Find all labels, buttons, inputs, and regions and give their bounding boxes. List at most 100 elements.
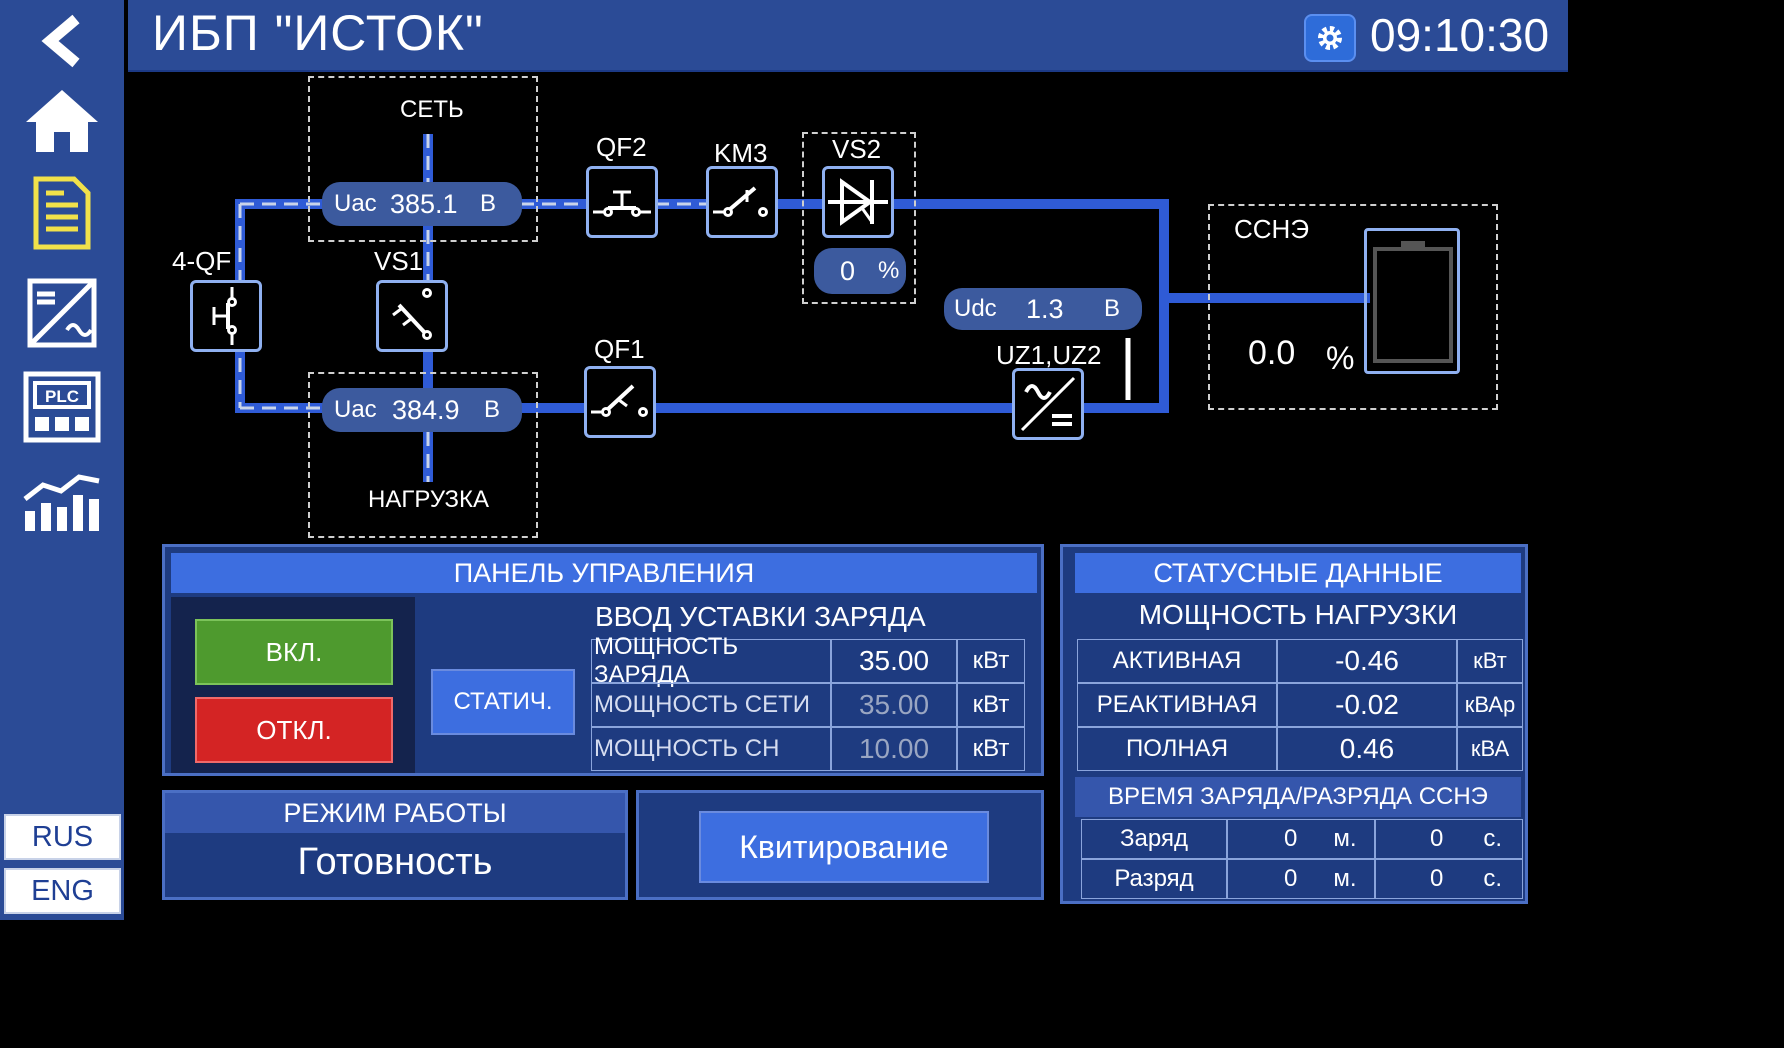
qf4-breaker-icon[interactable]	[190, 280, 262, 352]
label-vs2: VS2	[832, 134, 882, 164]
setpoint-row-value[interactable]: 10.00	[831, 727, 957, 771]
lang-rus-button[interactable]: RUS	[4, 814, 121, 860]
control-panel: ПАНЕЛЬ УПРАВЛЕНИЯ ВКЛ. ОТКЛ. СТАТИЧ. ВВО…	[162, 544, 1044, 776]
vs2-percent-unit: %	[878, 257, 900, 284]
label-vs1: VS1	[374, 246, 424, 276]
status-row-unit: кВА	[1457, 727, 1523, 771]
setpoint-row-label: МОЩНОСТЬ СН	[591, 727, 831, 771]
ack-button[interactable]: Квитирование	[699, 811, 989, 883]
static-button[interactable]: СТАТИЧ.	[431, 669, 575, 735]
status-row-value: -0.02	[1277, 683, 1457, 727]
uac-top-name: Uac	[334, 190, 377, 217]
battery-icon	[1364, 228, 1460, 374]
status-title: СТАТУСНЫЕ ДАННЫЕ	[1075, 553, 1521, 593]
back-arrow-icon[interactable]	[18, 4, 106, 78]
status-row-label: ПОЛНАЯ	[1077, 727, 1277, 771]
label-set: СЕТЬ	[400, 96, 464, 123]
time-row-sec: 0 с.	[1375, 859, 1523, 899]
svg-text:PLC: PLC	[45, 387, 79, 406]
setpoint-row-unit: кВт	[957, 683, 1025, 727]
uz-converter-icon[interactable]	[1012, 368, 1084, 440]
vs2-percent-pill: 0 %	[814, 248, 906, 294]
load-dashed-frame	[308, 372, 538, 538]
chart-icon[interactable]	[18, 464, 106, 538]
lang-eng-button[interactable]: ENG	[4, 868, 121, 914]
converter-icon[interactable]	[18, 276, 106, 350]
uac-bottom-pill: Uac 384.9 В	[322, 388, 522, 432]
setpoint-row-value[interactable]: 35.00	[831, 683, 957, 727]
mode-panel: РЕЖИМ РАБОТЫ Готовность	[162, 790, 628, 900]
qf1-breaker-icon[interactable]	[584, 366, 656, 438]
setpoint-row-label: МОЩНОСТЬ СЕТИ	[591, 683, 831, 727]
vs1-switch-icon[interactable]	[376, 280, 448, 352]
time-sec-unit: с.	[1483, 865, 1503, 892]
status-panel: СТАТУСНЫЕ ДАННЫЕ МОЩНОСТЬ НАГРУЗКИ АКТИВ…	[1060, 544, 1528, 904]
uac-top-pill: Uac 385.1 В	[322, 182, 522, 226]
status-subtitle: МОЩНОСТЬ НАГРУЗКИ	[1138, 599, 1458, 630]
time-title: ВРЕМЯ ЗАРЯДА/РАЗРЯДА ССНЭ	[1075, 777, 1521, 817]
battery-percent-value: 0.0	[1248, 334, 1296, 372]
label-uz: UZ1,UZ2	[996, 340, 1102, 370]
time-row-label: Заряд	[1081, 819, 1227, 859]
udc-unit: В	[1104, 295, 1121, 322]
udc-pill: Udc 1.3 В	[944, 288, 1142, 330]
label-qf2: QF2	[596, 132, 647, 162]
km3-contactor-icon[interactable]	[706, 166, 778, 238]
time-min-value: 0	[1284, 825, 1298, 852]
setpoint-row-unit: кВт	[957, 727, 1025, 771]
uac-bottom-value: 384.9	[392, 394, 460, 425]
off-button[interactable]: ОТКЛ.	[195, 697, 393, 763]
vs2-thyristor-icon[interactable]	[822, 166, 894, 238]
time-min-unit: м.	[1333, 825, 1357, 852]
battery-percent-unit: %	[1326, 340, 1355, 376]
sidebar: PLC RUS ENG	[0, 0, 124, 920]
status-row-value: -0.46	[1277, 639, 1457, 683]
header: ИБП "ИСТОК" 09:10:30	[128, 0, 1568, 72]
status-row-unit: кВт	[1457, 639, 1523, 683]
time-sec-unit: с.	[1483, 825, 1503, 852]
on-button[interactable]: ВКЛ.	[195, 619, 393, 685]
label-ssne: ССНЭ	[1234, 214, 1310, 244]
control-panel-title: ПАНЕЛЬ УПРАВЛЕНИЯ	[171, 553, 1037, 593]
ack-panel: Квитирование	[636, 790, 1044, 900]
ssne-dashed-frame	[1208, 204, 1498, 410]
setpoint-row-label: МОЩНОСТЬ ЗАРЯДА	[591, 633, 831, 688]
plc-icon[interactable]: PLC	[18, 370, 106, 444]
label-nagruzka: НАГРУЗКА	[368, 486, 490, 513]
status-row-label: РЕАКТИВНАЯ	[1077, 683, 1277, 727]
time-min-value: 0	[1284, 865, 1298, 892]
udc-name: Udc	[954, 295, 997, 322]
time-sec-value: 0	[1430, 865, 1444, 892]
setpoint-title: ВВОД УСТАВКИ ЗАРЯДА	[595, 601, 926, 632]
time-row-min: 0 м.	[1227, 819, 1375, 859]
label-4qf: 4-QF	[172, 246, 232, 276]
vs2-dashed-frame	[802, 132, 916, 304]
mode-title: РЕЖИМ РАБОТЫ	[165, 793, 625, 833]
time-row-sec: 0 с.	[1375, 819, 1523, 859]
qf2-breaker-icon[interactable]	[586, 166, 658, 238]
status-row-label: АКТИВНАЯ	[1077, 639, 1277, 683]
document-icon[interactable]	[18, 176, 106, 250]
time-min-unit: м.	[1333, 865, 1357, 892]
status-row-unit: кВАр	[1457, 683, 1523, 727]
time-row-min: 0 м.	[1227, 859, 1375, 899]
vs2-percent-value: 0	[840, 255, 856, 286]
label-qf1: QF1	[594, 334, 645, 364]
setpoint-row-unit: кВт	[957, 639, 1025, 683]
page-title: ИБП "ИСТОК"	[152, 5, 484, 61]
grid-dashed-frame	[308, 76, 538, 242]
uac-bottom-unit: В	[484, 396, 501, 423]
udc-value: 1.3	[1026, 293, 1064, 324]
uac-top-unit: В	[480, 190, 497, 217]
uac-top-value: 385.1	[390, 188, 458, 219]
mode-value: Готовность	[297, 841, 493, 883]
uac-bottom-name: Uac	[334, 396, 377, 423]
time-row-label: Разряд	[1081, 859, 1227, 899]
settings-gear-icon[interactable]	[1304, 14, 1356, 62]
home-icon[interactable]	[18, 84, 106, 158]
status-row-value: 0.46	[1277, 727, 1457, 771]
setpoint-row-value[interactable]: 35.00	[831, 639, 957, 683]
time-sec-value: 0	[1430, 825, 1444, 852]
clock: 09:10:30	[1370, 9, 1550, 61]
label-km3: KM3	[714, 138, 768, 168]
